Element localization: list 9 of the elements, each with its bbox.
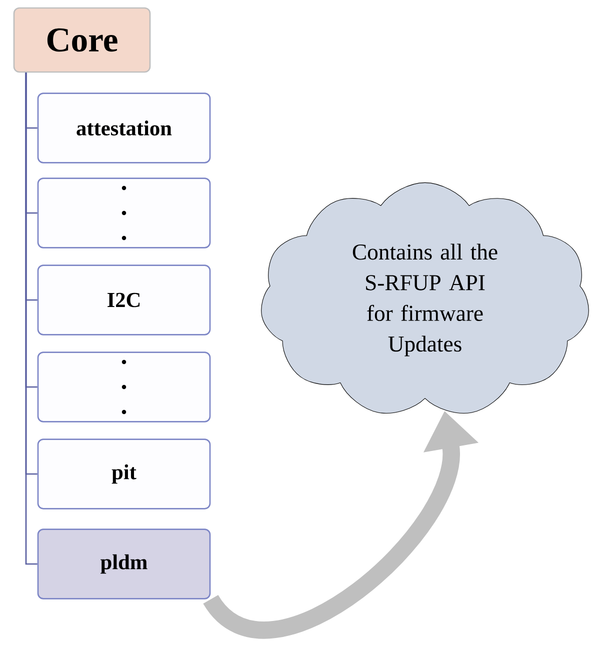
module-box: pit bbox=[37, 438, 211, 510]
ellipsis-box bbox=[37, 178, 211, 248]
ellipsis-box bbox=[37, 352, 211, 422]
cloud-callout: Contains all the S-RFUP API for firmware Updates bbox=[261, 182, 589, 414]
root-box: Core bbox=[13, 7, 151, 73]
tree-connector bbox=[25, 72, 38, 565]
module-box: pldm bbox=[37, 528, 211, 600]
module-box: I2C bbox=[37, 264, 211, 336]
module-box: attestation bbox=[37, 92, 211, 164]
